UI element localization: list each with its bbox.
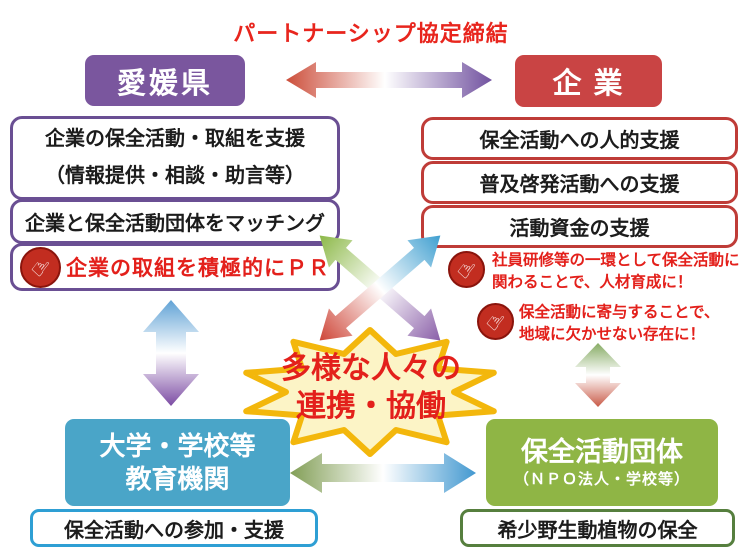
right-vertical-arrow bbox=[575, 343, 621, 407]
company-support-box-3-label: 活動資金の支援 bbox=[509, 218, 650, 240]
node-group-line-1: 保全活動団体 bbox=[521, 436, 683, 467]
school-note-box: 保全活動への参加・支援 bbox=[30, 509, 318, 547]
center-text-line-2: 連携・協働 bbox=[296, 390, 446, 423]
company-support-box-1-label: 保全活動への人的支援 bbox=[479, 130, 680, 152]
bottom-horizontal-arrow bbox=[290, 453, 476, 493]
ehime-support-box-1: 企業の保全活動・取組を支援 （情報提供・相談・助言等） bbox=[10, 116, 340, 200]
company-support-box-2-label: 普及啓発活動への支援 bbox=[479, 174, 680, 196]
company-note-1: 社員研修等の一環として保全活動に 関わることで、人材育成に！ bbox=[492, 250, 740, 294]
school-note-label: 保全活動への参加・支援 bbox=[64, 519, 284, 542]
group-note-label: 希少野生動植物の保全 bbox=[497, 519, 698, 542]
pointing-hand-icon: ☝ bbox=[20, 246, 61, 288]
company-note-2-line-2: 地域に欠かせない存在に！ bbox=[519, 326, 706, 343]
ehime-support-box-1-line-1: 企業の保全活動・取組を支援 bbox=[45, 128, 305, 150]
node-company-label: 企 業 bbox=[552, 68, 625, 100]
node-school: 大学・学校等 教育機関 bbox=[65, 419, 290, 506]
ehime-support-box-3-label: 企業の取組を積極的にＰＲ bbox=[66, 257, 330, 280]
ehime-support-box-2-label: 企業と保全活動団体をマッチング bbox=[25, 213, 325, 235]
node-group-line-2: （ＮＰＯ法人・学校等） bbox=[513, 470, 690, 488]
company-support-box-2: 普及啓発活動への支援 bbox=[421, 161, 738, 204]
ehime-support-box-2: 企業と保全活動団体をマッチング bbox=[10, 199, 340, 244]
ehime-support-box-3: ☝ 企業の取組を積極的にＰＲ bbox=[10, 243, 340, 291]
company-note-1-line-2: 関わることで、人材育成に！ bbox=[492, 274, 693, 291]
center-starburst bbox=[243, 327, 497, 457]
company-support-box-1: 保全活動への人的支援 bbox=[421, 117, 738, 160]
cross-arrows bbox=[319, 235, 441, 341]
pointing-hand-icon: ☝ bbox=[477, 303, 514, 340]
left-vertical-arrow bbox=[143, 300, 199, 406]
center-starburst-text: 多様な人々の 連携・協働 bbox=[240, 350, 502, 426]
node-group: 保全活動団体 （ＮＰＯ法人・学校等） bbox=[486, 419, 718, 506]
node-ehime-label: 愛媛県 bbox=[116, 67, 213, 100]
center-text-line-1: 多様な人々の bbox=[281, 352, 461, 385]
ehime-support-box-1-line-2: （情報提供・相談・助言等） bbox=[45, 165, 305, 187]
node-school-line-1: 大学・学校等 bbox=[99, 430, 256, 461]
node-company: 企 業 bbox=[515, 55, 662, 107]
node-ehime: 愛媛県 bbox=[85, 55, 245, 106]
company-note-2: 保全活動に寄与することで、 地域に欠かせない存在に！ bbox=[519, 302, 719, 346]
group-note-box: 希少野生動植物の保全 bbox=[460, 509, 735, 547]
company-support-box-3: 活動資金の支援 bbox=[421, 205, 738, 248]
company-note-2-line-1: 保全活動に寄与することで、 bbox=[519, 304, 720, 321]
diagram-title: パートナーシップ協定締結 bbox=[233, 21, 509, 46]
partnership-arrow bbox=[286, 62, 492, 98]
pointing-hand-icon: ☝ bbox=[448, 251, 485, 288]
company-note-1-line-1: 社員研修等の一環として保全活動に bbox=[492, 252, 740, 269]
node-school-line-2: 教育機関 bbox=[125, 463, 230, 494]
